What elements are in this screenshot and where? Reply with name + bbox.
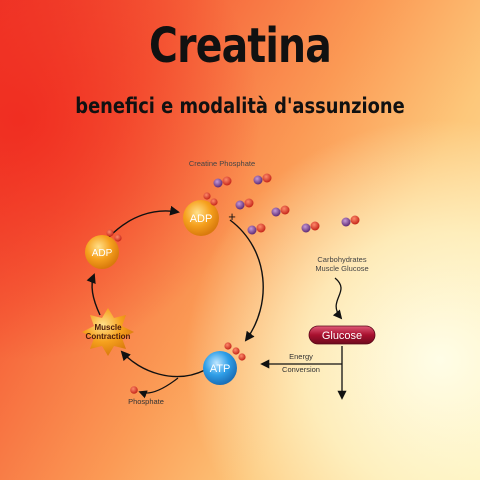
muscle-contraction-line2: Contraction — [86, 332, 131, 341]
glucose-node: Glucose — [308, 325, 376, 345]
creatine-phosphate-molecule — [253, 173, 272, 185]
page-subtitle: benefici e modalità d'assunzione — [75, 94, 405, 118]
phosphate-label: Phosphate — [128, 397, 164, 406]
energy-conversion-line2: Conversion — [282, 365, 320, 374]
muscle-contraction-line1: Muscle — [94, 323, 122, 332]
creatine-phosphate-label: Creatine Phosphate — [189, 159, 255, 168]
creatine-phosphate-molecule — [341, 215, 360, 227]
carbs-label-line2: Muscle Glucose — [315, 264, 368, 273]
atp-label: ATP — [210, 363, 231, 375]
arrow-adp-to-atp — [229, 219, 264, 342]
carbs-label-line1: Carbohydrates — [317, 255, 366, 264]
arrow-to-phosphate — [138, 377, 179, 399]
atp-node: ATP — [203, 342, 246, 385]
adp-left-label: ADP — [92, 248, 113, 259]
adp-top-label: ADP — [190, 213, 213, 225]
arrow-contraction-to-adp — [86, 273, 101, 316]
glucose-label: Glucose — [322, 330, 362, 342]
starburst-icon — [82, 308, 134, 356]
creatine-phosphate-molecule — [271, 205, 290, 217]
energy-conversion-line1: Energy — [289, 352, 313, 361]
creatine-phosphate-molecule — [213, 176, 232, 188]
adp-top-node: ADP — [183, 192, 219, 236]
creatine-phosphate-molecule — [301, 221, 320, 233]
creatine-phosphate-molecule — [247, 223, 266, 235]
arrow-adp-to-adp — [107, 205, 180, 239]
muscle-contraction-node: Muscle Contraction — [82, 308, 134, 356]
arrow-carbs-to-glucose — [332, 277, 343, 320]
page-title: Creatina — [149, 18, 332, 74]
creatine-phosphate-molecule — [235, 198, 254, 210]
phosphate-node: Phosphate — [128, 386, 164, 406]
creatine-phosphate-molecules — [213, 173, 360, 235]
adp-left-node: ADP — [85, 229, 122, 269]
plus-sign: + — [228, 209, 236, 224]
arrow-atp-to-contraction — [120, 350, 206, 378]
